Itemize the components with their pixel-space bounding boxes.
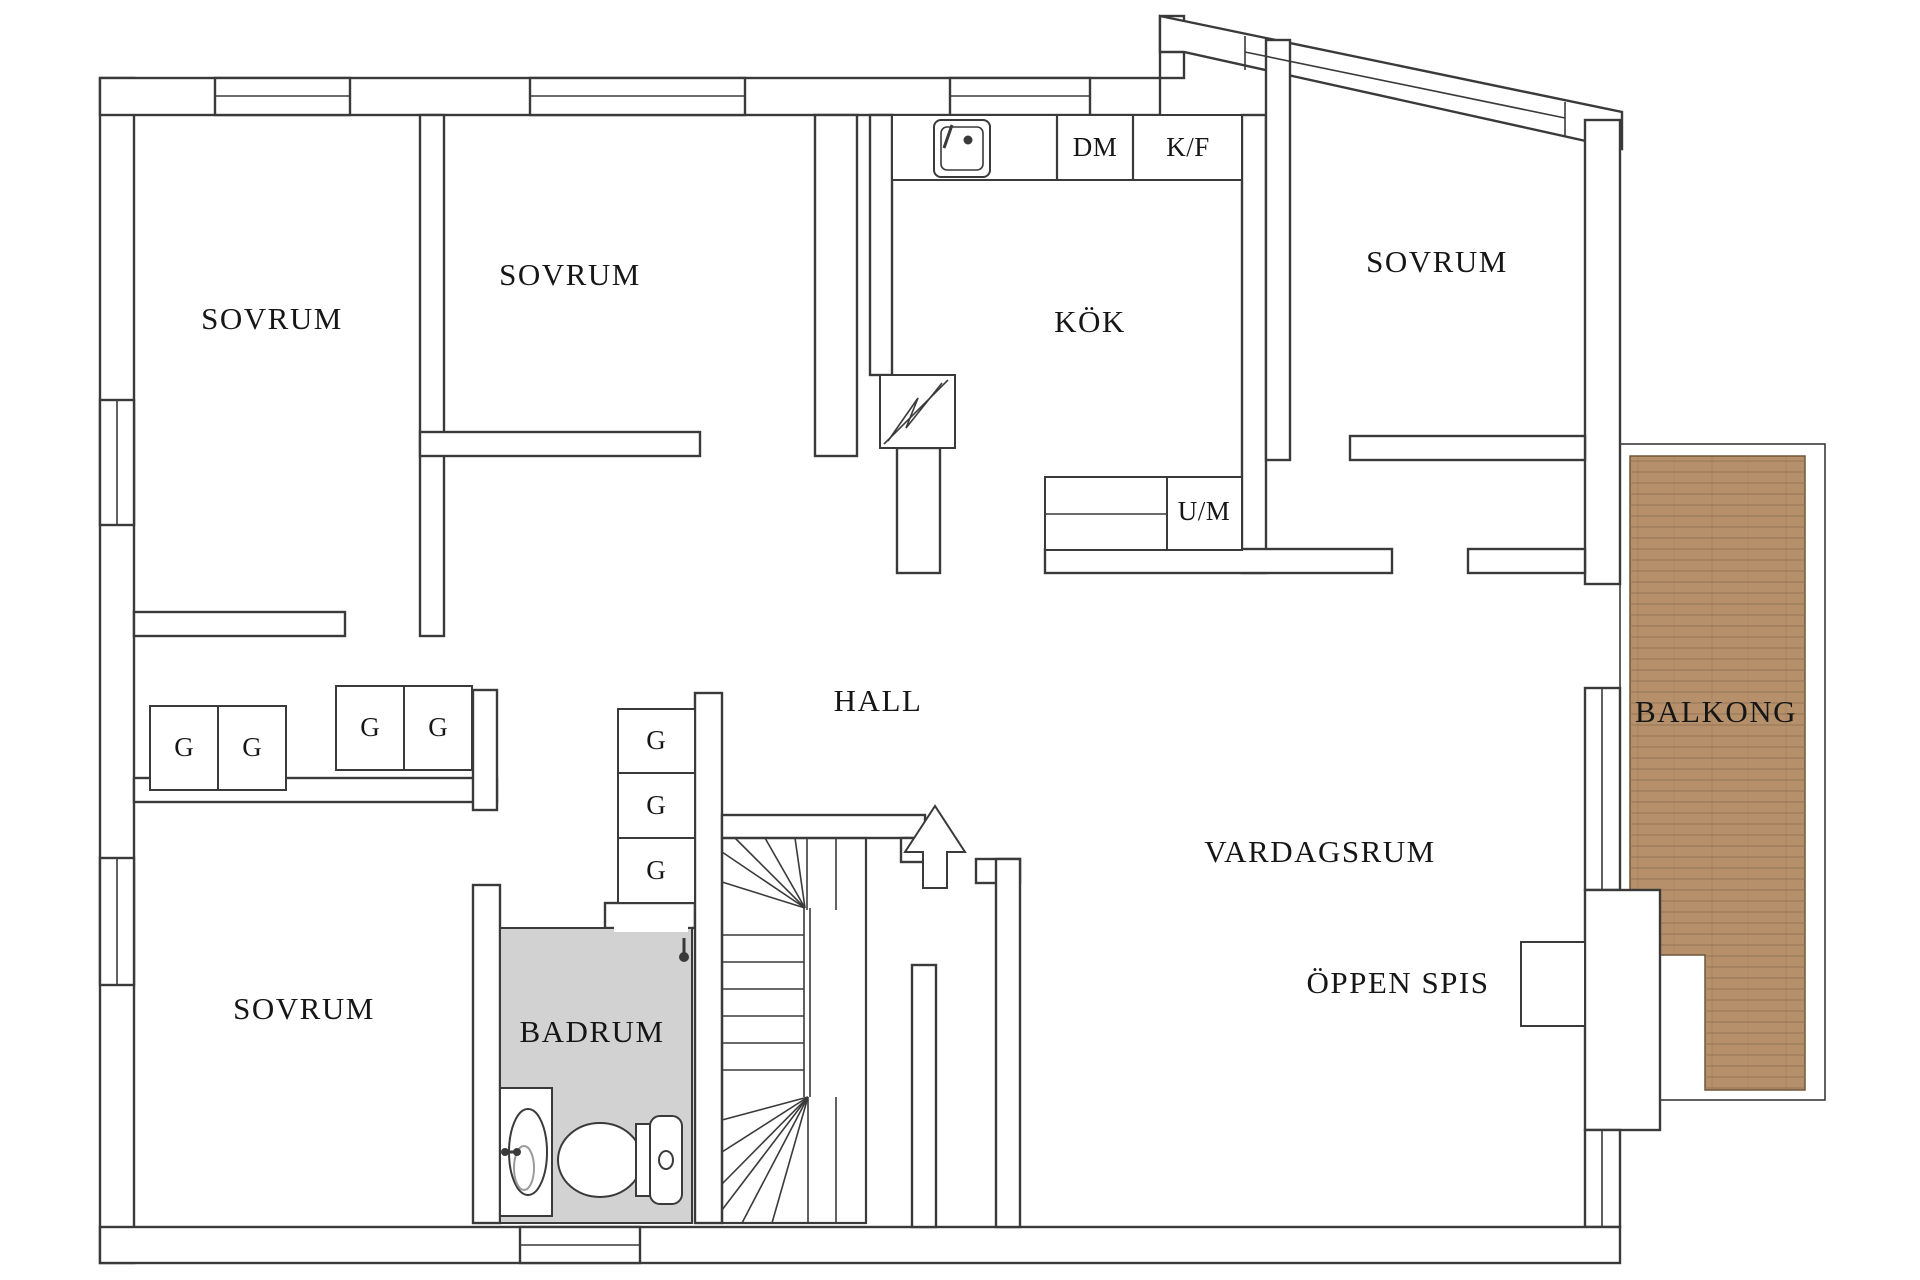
label-sovrum-bottom-left: SOVRUM	[233, 991, 375, 1026]
stair-outline	[720, 836, 868, 1225]
wardrobe-box-7	[617, 837, 696, 904]
wall-chimney	[1583, 888, 1662, 1132]
wall-stair-north	[720, 813, 927, 840]
label-wardrobe-3: G	[360, 712, 380, 742]
label-washer: U/M	[1178, 496, 1231, 526]
label-hall: HALL	[834, 683, 923, 718]
label-dishwasher: DM	[1073, 132, 1118, 162]
balcony-deck-grain	[1630, 456, 1805, 1090]
wardrobe-box-5	[617, 708, 696, 774]
label-sovrum-top-middle: SOVRUM	[499, 257, 641, 292]
label-balkong: BALKONG	[1635, 694, 1797, 729]
window-bottom-bathroom	[518, 1225, 642, 1265]
window-left-bedroom4	[98, 856, 136, 987]
wardrobe-box-4	[403, 685, 473, 771]
wall-livingroom-west	[994, 857, 1022, 1229]
wardrobes	[149, 685, 696, 904]
label-kok: KÖK	[1054, 304, 1126, 339]
kitchen-fittings	[879, 114, 1243, 551]
wall-livingroom-north-b	[1466, 547, 1587, 575]
stair-up-arrow-icon	[903, 804, 967, 889]
wardrobe-box-6	[617, 772, 696, 839]
label-oppen-spis: ÖPPEN SPIS	[1307, 965, 1490, 1000]
label-vardagsrum: VARDAGSRUM	[1204, 834, 1436, 869]
label-wardrobe-4: G	[428, 712, 448, 742]
label-wardrobe-6: G	[646, 790, 666, 820]
wall-kitchen-west	[868, 113, 894, 377]
window-top-kitchen	[948, 76, 1092, 117]
wall-bedroom2-south	[418, 430, 702, 458]
kitchen-sink-icon	[933, 119, 991, 178]
washer-box	[1166, 476, 1243, 551]
wall-bathroom-west	[471, 883, 502, 1225]
label-sovrum-top-left: SOVRUM	[201, 301, 343, 336]
wall-hall-south-stub	[910, 963, 938, 1229]
window-left-bedroom1	[98, 398, 136, 527]
label-fridge-freezer: K/F	[1166, 132, 1210, 162]
bathroom	[499, 925, 693, 1224]
fireplace-box	[1520, 941, 1586, 1027]
label-wardrobe-1: G	[174, 732, 194, 762]
wardrobe-box-2	[217, 705, 287, 791]
electrical-panel-icon	[879, 374, 956, 449]
bathroom-sink-icon	[499, 1087, 553, 1217]
wall-livingroom-north-a	[1043, 547, 1394, 575]
bathroom-door-opening	[614, 925, 688, 932]
window-top-bedroom1	[213, 76, 352, 117]
wall-kitchen-east	[1240, 113, 1268, 575]
interior-walls	[132, 38, 1587, 1229]
wall-stair-west	[693, 691, 724, 1225]
wall-bedroom2-east	[813, 113, 859, 458]
staircase	[720, 804, 967, 1225]
label-sovrum-top-right: SOVRUM	[1366, 244, 1508, 279]
wall-bedroom3-west	[1264, 38, 1292, 462]
window-slanted-bedroom3	[1244, 36, 1566, 136]
label-wardrobe-7: G	[646, 855, 666, 885]
balcony	[1619, 443, 1826, 1101]
windows	[98, 36, 1603, 1265]
wall-bathroom-top-shelf	[603, 901, 697, 930]
window-top-bedroom2	[528, 76, 747, 117]
toilet-icon	[557, 1115, 683, 1205]
wall-left	[98, 76, 136, 1265]
wall-east-upper	[1583, 118, 1622, 586]
wall-kitchen-door-jamb	[895, 446, 942, 575]
label-wardrobe-5: G	[646, 725, 666, 755]
wall-bedroom3-south	[1348, 434, 1587, 462]
label-wardrobe-2: G	[242, 732, 262, 762]
label-badrum: BADRUM	[519, 1014, 664, 1049]
wall-bedroom4-ne-column	[471, 688, 499, 812]
wall-bedroom1-south	[132, 610, 347, 638]
bathroom-door-knob-icon	[679, 938, 689, 962]
wall-bottom	[98, 1225, 1622, 1265]
wall-bedroom1-east	[418, 113, 446, 638]
